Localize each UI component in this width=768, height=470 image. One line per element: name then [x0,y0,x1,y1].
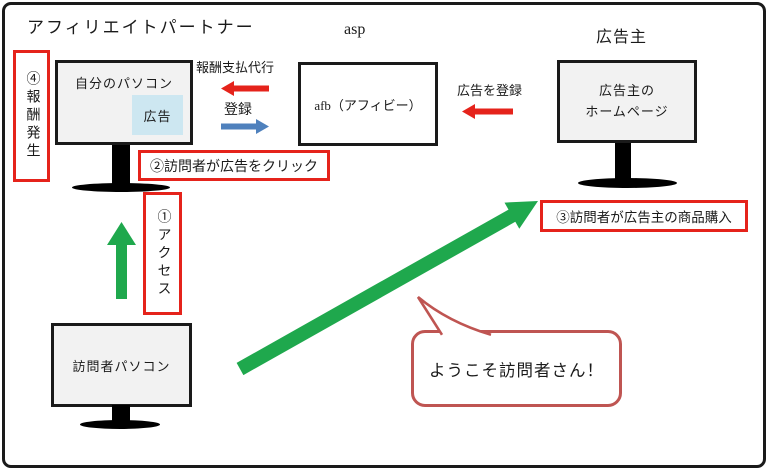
step1-access-box: ①アクセス [143,192,182,315]
advertiser-pc-monitor-icon: 広告主の ホームページ [557,60,697,143]
register-arrow-icon [221,119,269,134]
advertiser-monitor-base [578,178,677,188]
advertiser-pc-label-line2: ホームページ [585,103,669,119]
reward-payment-label: 報酬支払代行 [196,60,275,75]
affiliate-partner-title: アフィリエイトパートナー [27,18,255,37]
step3-purchase-box: ③訪問者が広告主の商品購入 [540,200,748,232]
register-label: 登録 [224,103,252,118]
welcome-speech-bubble: ようこそ訪問者さん！ [411,330,622,407]
step3-label: ③訪問者が広告主の商品購入 [556,210,732,225]
visitor-monitor-base [80,420,160,429]
step4-reward-box: ④報酬発生 [13,50,50,182]
step2-click-box: ②訪問者が広告をクリック [138,150,330,181]
ad-label: 広告 [143,108,172,124]
advertiser-monitor-stand [615,143,631,180]
advertiser-pc-label-line1: 広告主の [598,83,655,99]
visitor-pc-monitor-icon: 訪問者パソコン [51,323,192,407]
ad-banner-box: 広告 [132,95,183,135]
register-ad-label: 広告を登録 [457,83,523,98]
step1-label: ①アクセス [155,208,171,299]
asp-afb-box: afb（アフィビー） [298,62,438,146]
my-pc-label: 自分のパソコン [74,76,173,91]
step4-label: ④報酬発生 [24,71,40,161]
advertiser-title: 広告主 [596,29,648,46]
step2-label: ②訪問者が広告をクリック [150,159,318,175]
asp-title: asp [344,21,366,38]
my-pc-monitor-stand [112,145,130,186]
my-pc-monitor-base [72,183,170,192]
visitor-monitor-stand [112,405,130,424]
visitor-pc-label: 訪問者パソコン [72,358,171,374]
access-up-arrow-icon [107,222,136,299]
asp-afb-label: afb（アフィビー） [314,97,422,113]
reward-payment-arrow-icon [221,81,269,96]
register-ad-arrow-icon [462,104,513,119]
welcome-text: ようこそ訪問者さん！ [429,360,604,380]
